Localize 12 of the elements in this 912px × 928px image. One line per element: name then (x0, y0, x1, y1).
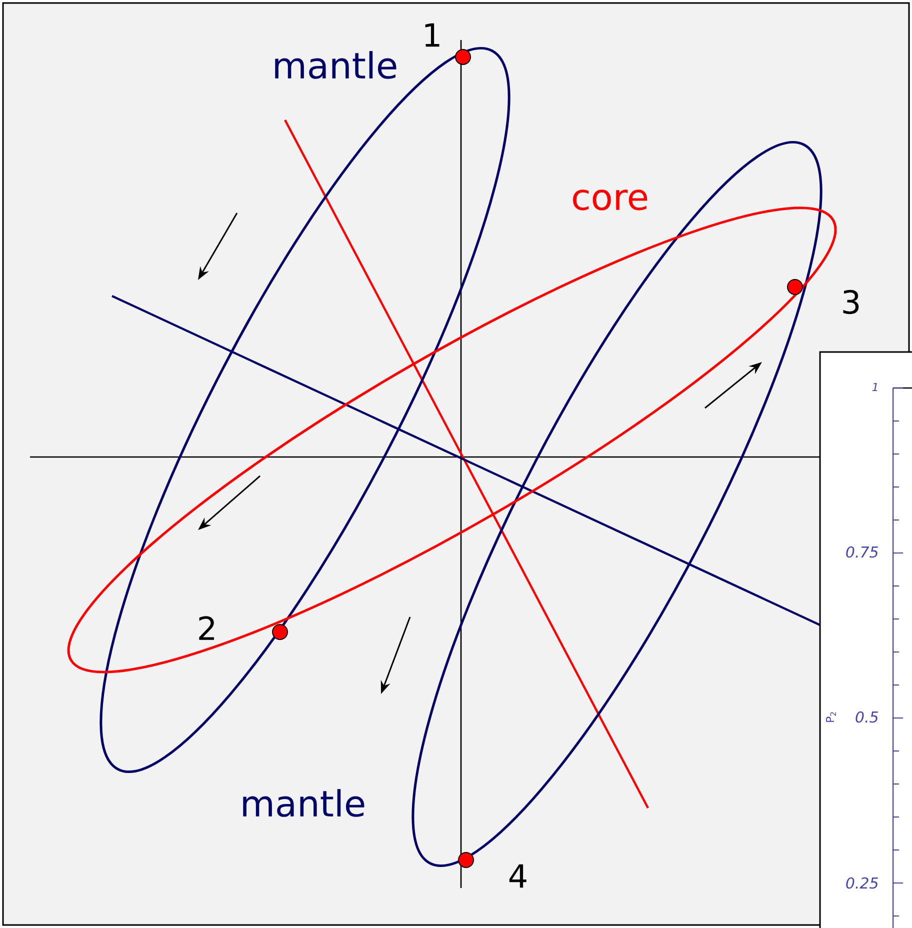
tick-label: 1 (872, 382, 878, 391)
diagram-label: 3 (843, 290, 859, 314)
diagram-label: 2 (199, 616, 214, 640)
diagram-label: 4 (509, 864, 526, 888)
tick-label: 0.75 (846, 546, 878, 558)
diagram-label: mantle (243, 789, 364, 817)
diagram-label: mantle (275, 51, 396, 79)
tick-label: 0.5 (856, 711, 878, 723)
tick-label: 0.25 (846, 877, 878, 889)
diagram-label: core (573, 190, 648, 210)
axis-label: P$_{2}$ (826, 712, 836, 722)
diagram-label: 1 (425, 23, 440, 47)
